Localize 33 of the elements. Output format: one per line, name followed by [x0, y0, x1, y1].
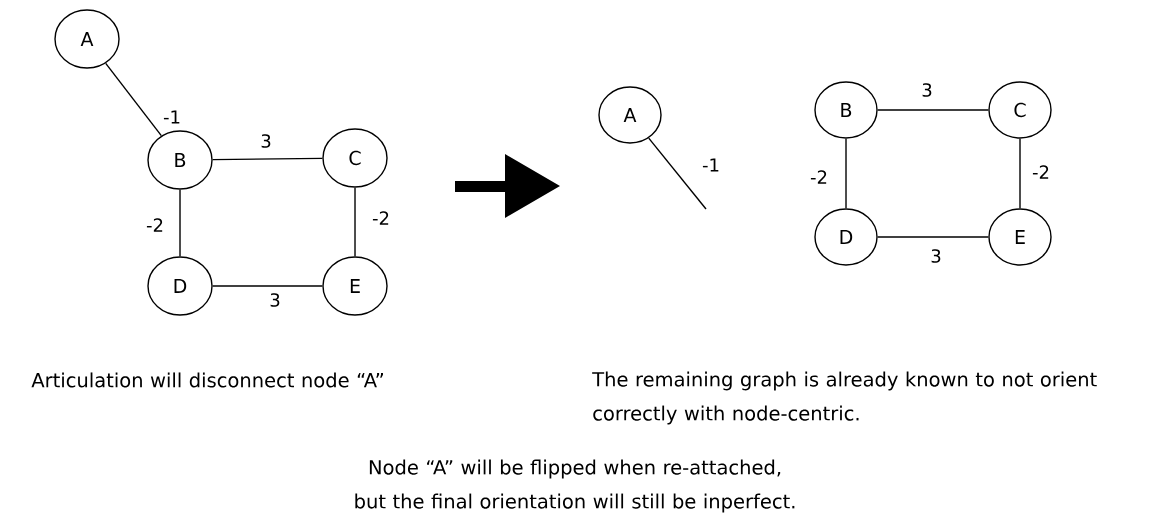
graph-node: D [147, 256, 213, 316]
graph-node: E [988, 208, 1052, 266]
edge-line [354, 187, 356, 257]
edge-line [648, 137, 707, 210]
edge-line [877, 236, 989, 238]
edge-line [212, 157, 323, 161]
graph-node: C [322, 128, 388, 188]
edge-label: -1 [701, 157, 721, 173]
graph-node: A [54, 9, 120, 69]
graph-node: B [814, 81, 878, 139]
edge-label: -2 [145, 217, 165, 233]
edge-label: 3 [929, 248, 943, 264]
edge-label: -2 [1031, 164, 1051, 180]
graph-node: C [988, 81, 1052, 139]
edge-line [845, 138, 847, 209]
graph-node: E [322, 256, 388, 316]
edge-line [179, 189, 181, 257]
edge-line [105, 62, 162, 137]
caption-text: The remaining graph is already known to not orient correctly with node-centric. [592, 371, 1097, 425]
edge-label: 3 [920, 82, 934, 98]
caption-text: Articulation will disconnect node “A” [31, 372, 383, 388]
edge-line [212, 285, 323, 287]
edge-label: -2 [371, 210, 391, 226]
graph-node: B [147, 130, 213, 190]
edge-label: -2 [809, 169, 829, 185]
graph-node: A [598, 86, 662, 144]
graph-node: D [814, 208, 878, 266]
edge-label: -1 [162, 109, 182, 125]
edge-label: 3 [268, 292, 282, 308]
edge-line [877, 109, 989, 111]
edge-label: 3 [259, 133, 273, 149]
caption-text: Node “A” will be flipped when re-attached, but the final orientation will still be inperfect. [355, 459, 795, 513]
edge-line [1019, 138, 1021, 209]
